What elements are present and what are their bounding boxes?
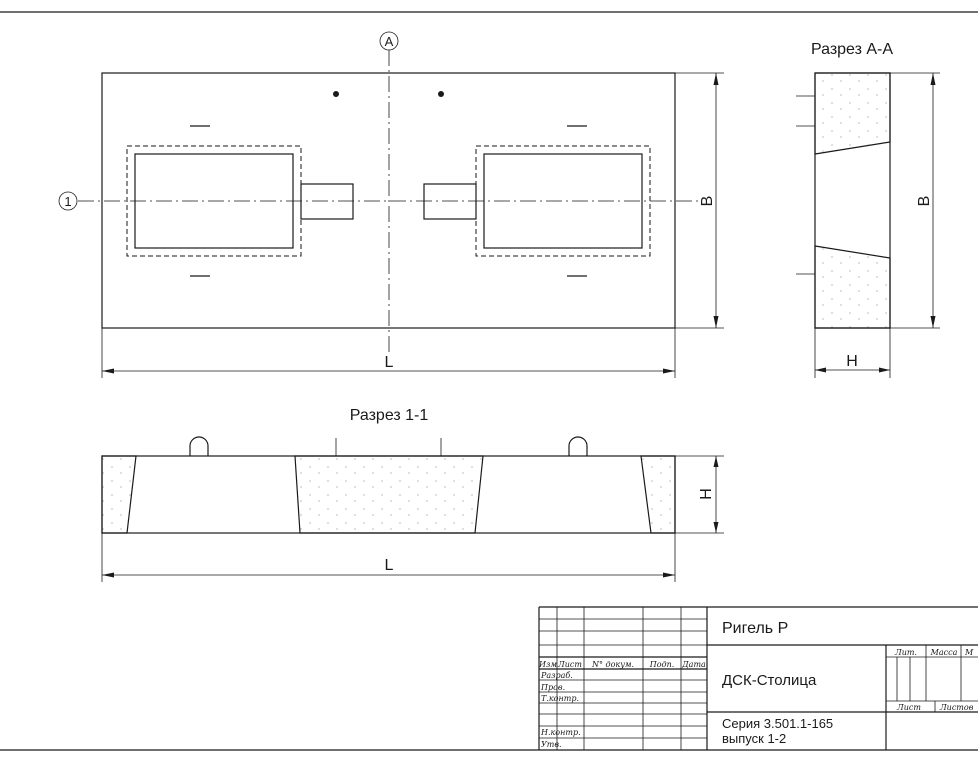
stage-list: Лист <box>896 703 921 712</box>
col-izm: Изм <box>538 660 557 669</box>
dim-height-section: H <box>675 455 724 534</box>
beam-outline-plan <box>101 72 676 329</box>
axis-a-label: A <box>385 34 394 49</box>
right-pocket <box>423 183 477 220</box>
dim-height-section-label: H <box>698 488 715 500</box>
row-prov: Пров. <box>540 683 565 692</box>
axis-a-bubble <box>379 31 399 51</box>
stage-massa: Масса <box>930 648 958 657</box>
section-aa: Разрез А-А H B <box>796 41 940 378</box>
stage-listov: Листов <box>939 703 974 712</box>
series-line-2: выпуск 1-2 <box>722 731 786 746</box>
row-utv: Утв. <box>541 740 562 749</box>
col-sign: Подп. <box>649 660 675 669</box>
row-nkontr: Н.контр. <box>540 728 581 737</box>
section-11: Разрез 1-1 L H <box>101 407 724 582</box>
section-11-title: Разрез 1-1 <box>350 407 429 424</box>
dim-width-plan: B <box>675 72 724 329</box>
col-doc-no: N° докум. <box>591 660 634 669</box>
organization-name: ДСК-Столица <box>722 672 817 689</box>
dim-length-label: L <box>385 354 394 371</box>
lifting-loop-left <box>189 436 209 456</box>
lifting-loop-right <box>568 436 588 456</box>
col-list: Лист <box>557 660 582 669</box>
dim-length-section-label: L <box>385 557 394 574</box>
dim-height-aa: H <box>814 328 891 378</box>
lifting-loop-dot-left <box>333 91 339 97</box>
dim-height-aa-label: H <box>846 353 858 370</box>
dim-width-aa-label: B <box>916 196 933 207</box>
stage-masshtab: М <box>964 648 974 657</box>
left-pocket <box>300 183 354 220</box>
title-block: Изм Лист N° докум. Подп. Дата Разраб. Пр… <box>538 606 978 750</box>
row-razrab: Разраб. <box>540 671 573 680</box>
col-date: Дата <box>681 660 706 669</box>
series-line-1: Серия 3.501.1-165 <box>722 716 833 731</box>
axis-1-bubble <box>58 191 78 211</box>
section-aa-title: Разрез А-А <box>811 41 893 58</box>
dim-width-label: B <box>699 196 716 207</box>
lifting-loop-dot-right <box>438 91 444 97</box>
dim-width-aa: B <box>890 72 940 329</box>
dim-length-section: L <box>101 533 676 582</box>
axis-1-label: 1 <box>64 194 71 209</box>
stage-lit: Лит. <box>894 648 917 657</box>
plan-view: A 1 L B <box>58 31 724 378</box>
dim-length-plan: L <box>101 328 676 378</box>
row-tkontr: Т.контр. <box>541 694 579 703</box>
product-name: Ригель Р <box>722 620 788 637</box>
sheet-frame <box>0 11 978 751</box>
